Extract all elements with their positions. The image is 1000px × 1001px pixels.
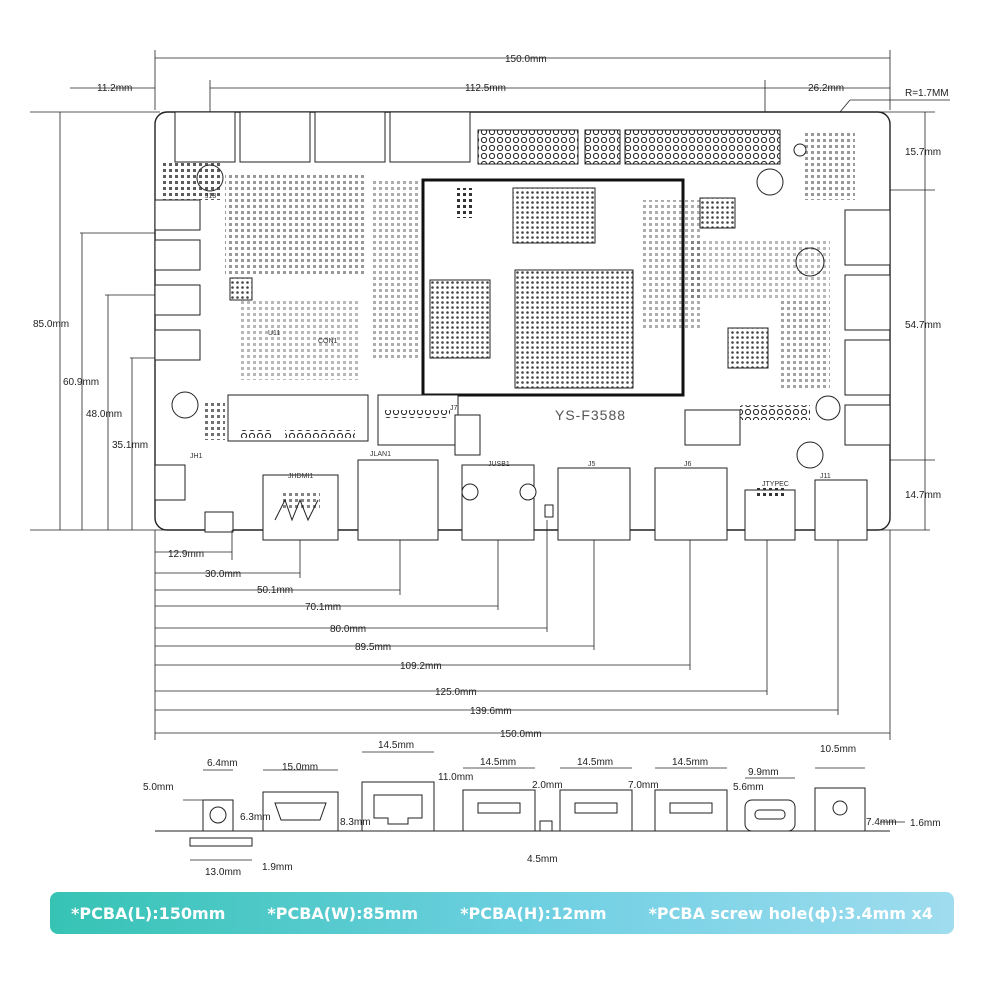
spec-length: *PCBA(L):150mm	[71, 903, 226, 923]
sv-usb1-w: 14.5mm	[480, 757, 516, 768]
dim-125-0: 125.0mm	[435, 687, 477, 698]
sv-usb3-w: 14.5mm	[672, 757, 708, 768]
bottom-dimensions	[154, 520, 891, 740]
spec-width: *PCBA(W):85mm	[267, 903, 419, 923]
dim-109-2: 109.2mm	[400, 661, 442, 672]
spec-height: *PCBA(H):12mm	[460, 903, 607, 923]
v35-label: 35.1mm	[112, 440, 148, 451]
overall-length-label: 150.0mm	[505, 54, 547, 65]
label-jlan1: JLAN1	[370, 451, 391, 458]
sv-usb-gap: 11.0mm	[438, 772, 473, 783]
sv-dcin-w: 10.5mm	[820, 744, 856, 755]
left-offset-label: 11.2mm	[97, 83, 132, 94]
dim-70-1: 70.1mm	[305, 602, 341, 613]
dim-139-6: 139.6mm	[470, 706, 512, 717]
label-jh1: JH1	[190, 453, 203, 460]
label-j7: J7	[450, 405, 458, 412]
spec-banner: *PCBA(L):150mm *PCBA(W):85mm *PCBA(H):12…	[50, 892, 954, 934]
label-jtypec: JTYPEC	[762, 481, 789, 488]
label-con1: CON1	[318, 338, 338, 345]
sv-rj45-w: 14.5mm	[378, 740, 414, 751]
sv-usb3-h: 5.6mm	[733, 782, 764, 793]
side-view	[155, 781, 890, 847]
v48-label: 48.0mm	[86, 409, 122, 420]
sv-usb-h: 7.0mm	[628, 780, 659, 791]
dim-89-5: 89.5mm	[355, 642, 391, 653]
sv-dc-w: 6.4mm	[207, 758, 238, 769]
sv-fpc-h: 1.9mm	[262, 862, 293, 873]
corner-radius-label: R=1.7MM	[905, 88, 949, 99]
label-j11: J11	[820, 473, 831, 480]
r14-label: 14.7mm	[905, 490, 941, 501]
dim-50-1: 50.1mm	[257, 585, 293, 596]
dim-30-0: 30.0mm	[205, 569, 241, 580]
label-jhdmi1: JHDMI1	[288, 473, 313, 480]
sv-dcin-h: 7.4mm	[866, 817, 897, 828]
sv-dc-h: 5.0mm	[143, 782, 174, 793]
v60-label: 60.9mm	[63, 377, 99, 388]
sv-sw-w: 2.0mm	[532, 780, 563, 791]
spec-screw-hole: *PCBA screw hole(ф):3.4mm x4	[648, 903, 933, 923]
span-main-label: 112.5mm	[465, 83, 506, 94]
sv-rj45-h: 8.3mm	[340, 817, 371, 828]
sv-hdmi-h: 6.3mm	[240, 812, 271, 823]
overall-width-label: 85.0mm	[33, 319, 69, 330]
dim-80-0: 80.0mm	[330, 624, 366, 635]
label-j5: J5	[588, 461, 596, 468]
sv-fpc-w: 13.0mm	[205, 867, 241, 878]
r54-label: 54.7mm	[905, 320, 941, 331]
label-j6: J6	[684, 461, 692, 468]
board-model-label: YS-F3588	[555, 407, 626, 423]
sv-sw-pitch: 4.5mm	[527, 854, 558, 865]
dim-150-0: 150.0mm	[500, 729, 542, 740]
label-u11: U11	[268, 330, 280, 337]
sv-pcb-thick: 1.6mm	[910, 818, 941, 829]
right-offset-label: 26.2mm	[808, 83, 844, 94]
sv-typec-w: 9.9mm	[748, 767, 779, 778]
side-view-dimensions	[183, 751, 905, 861]
r15-label: 15.7mm	[905, 147, 941, 158]
pcb-board	[154, 111, 891, 541]
label-jusb1: JUSB1	[488, 461, 510, 468]
sv-usb2-w: 14.5mm	[577, 757, 613, 768]
sv-hdmi-w: 15.0mm	[282, 762, 318, 773]
dim-12-9: 12.9mm	[168, 549, 204, 560]
label-j13: J13	[205, 193, 216, 200]
